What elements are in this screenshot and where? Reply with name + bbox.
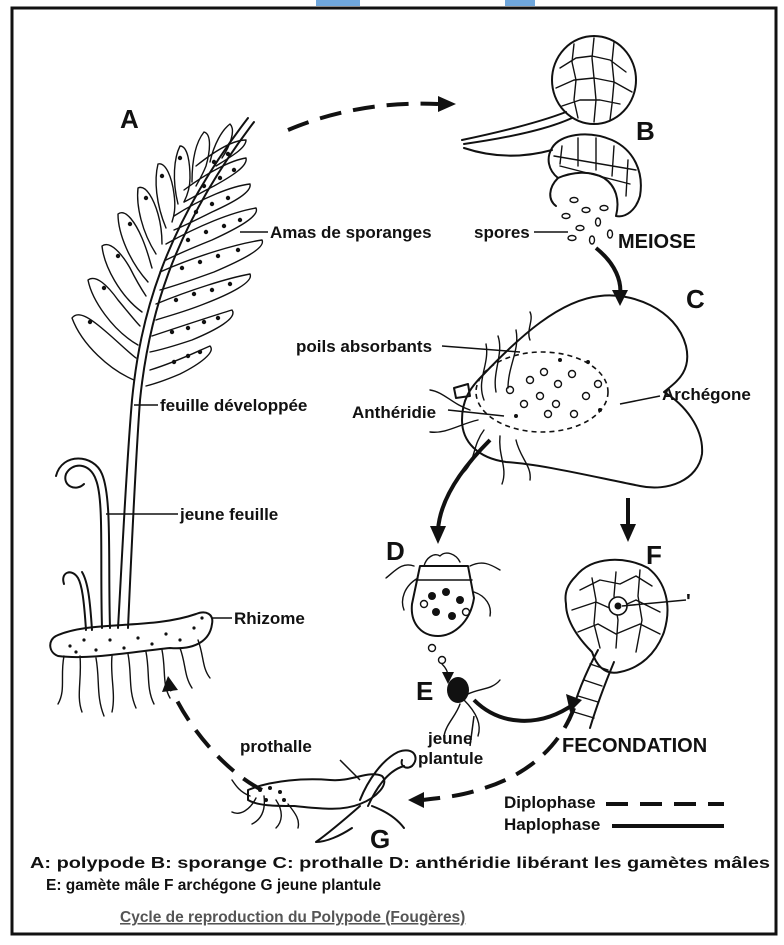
- legend-line-2: E: gamète mâle F archégone G jeune plant…: [46, 877, 381, 894]
- label-meiose: MEIOSE: [618, 231, 696, 253]
- key-haplophase-label: Haplophase: [504, 815, 600, 834]
- key-diplophase-label: Diplophase: [504, 793, 596, 812]
- label-plantule: plantule: [418, 749, 483, 768]
- letter-e: E: [416, 676, 433, 706]
- figure-caption: Cycle de reproduction du Polypode (Fougè…: [120, 909, 465, 926]
- label-rhizome: Rhizome: [234, 609, 305, 628]
- letter-b: B: [636, 116, 655, 146]
- label-apostrophe: ': [686, 591, 691, 613]
- label-antheridie: Anthéridie: [352, 403, 436, 422]
- letter-f: F: [646, 540, 662, 570]
- sporangia-illustration: [462, 36, 641, 244]
- letter-d: D: [386, 536, 405, 566]
- label-jeune-feuille: jeune feuille: [179, 505, 278, 524]
- letter-a: A: [120, 104, 139, 134]
- cycle-arrows: [162, 96, 636, 808]
- top-tab-mark-2: [505, 0, 535, 6]
- label-fecondation: FECONDATION: [562, 735, 707, 757]
- top-tab-mark: [316, 0, 360, 6]
- label-amas-de-sporanges: Amas de sporanges: [270, 223, 432, 242]
- label-archegone: Archégone: [662, 385, 751, 404]
- label-jeune: jeune: [427, 729, 472, 748]
- letter-c: C: [686, 284, 705, 314]
- phase-key: Diplophase Haplophase: [504, 793, 724, 834]
- archegonium-illustration: [565, 560, 667, 728]
- antheridium-illustration: [386, 553, 500, 663]
- fern-frond-illustration: [50, 118, 262, 716]
- legend-line-1: A: polypode B: sporange C: prothalle D: …: [30, 855, 770, 872]
- label-poils-absorbants: poils absorbants: [296, 337, 432, 356]
- label-spores: spores: [474, 223, 530, 242]
- label-prothalle: prothalle: [240, 737, 312, 756]
- letter-g: G: [370, 824, 390, 854]
- label-feuille-developpee: feuille développée: [160, 396, 307, 415]
